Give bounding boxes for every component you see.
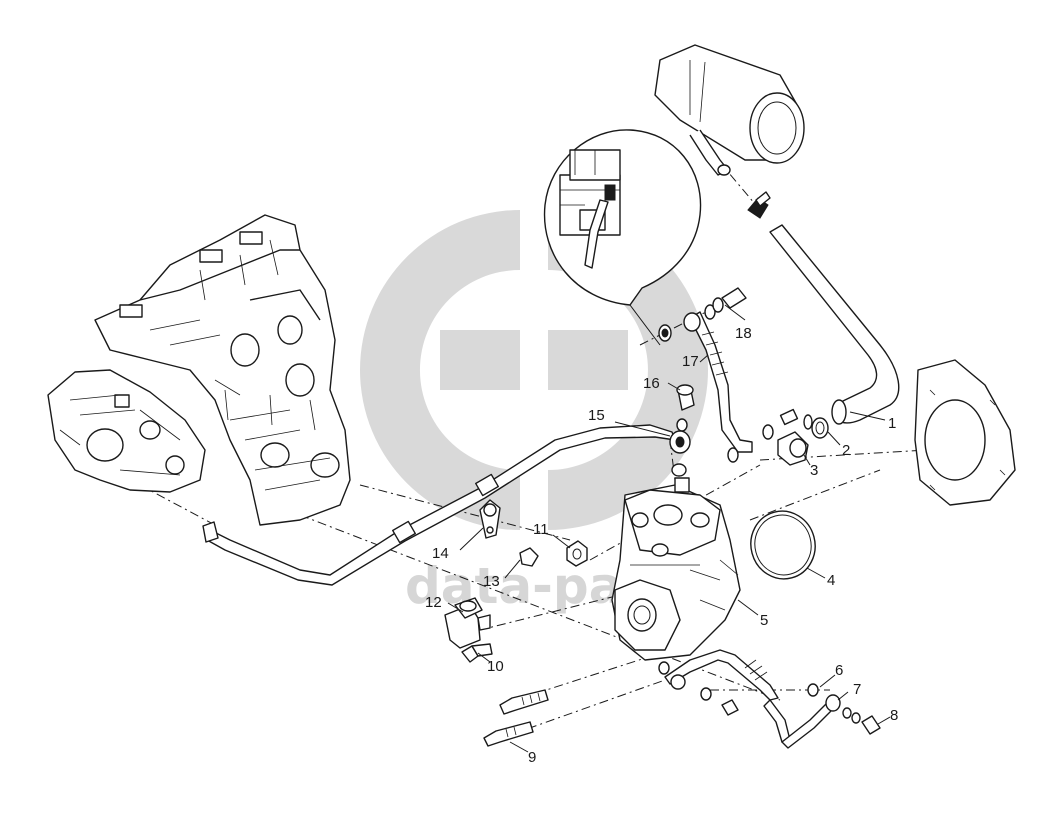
part-6-washer xyxy=(807,683,819,697)
part-7-return-pipe xyxy=(658,649,841,749)
callout-10: 10 xyxy=(487,658,504,675)
callout-5: 5 xyxy=(760,612,768,629)
callout-17: 17 xyxy=(682,353,699,370)
callout-9: 9 xyxy=(528,749,536,766)
callout-11: 11 xyxy=(533,521,549,538)
part-11-nut xyxy=(566,540,588,567)
callout-4: 4 xyxy=(827,572,835,589)
part-3-union-fitting xyxy=(777,408,809,466)
part-8-screw xyxy=(842,707,881,735)
air-line-fitting xyxy=(747,191,771,219)
part-18-banjo-bolt xyxy=(658,287,747,342)
callout-3: 3 xyxy=(810,462,818,479)
part-10-bolt xyxy=(461,643,493,663)
callout-12: 12 xyxy=(425,594,442,611)
callout-labels: 1 2 3 4 5 6 7 8 9 10 11 12 13 14 15 16 1… xyxy=(425,325,898,766)
part-15-oil-pipe xyxy=(202,424,691,586)
watermark-logo xyxy=(360,210,708,530)
callout-8: 8 xyxy=(890,707,898,724)
callout-2: 2 xyxy=(842,442,850,459)
gear-housing xyxy=(47,369,206,493)
callout-1: 1 xyxy=(888,415,896,432)
small-fittings-lower xyxy=(700,687,739,716)
callout-15: 15 xyxy=(588,407,605,424)
part-4-o-ring xyxy=(750,510,816,580)
part-5-air-compressor xyxy=(611,477,741,661)
part-2-clamp xyxy=(803,414,829,439)
callout-6: 6 xyxy=(835,662,843,679)
detail-inset xyxy=(543,129,702,346)
part-14-pipe-clip xyxy=(479,499,501,539)
part-12-elbow xyxy=(444,597,491,649)
part-17-flex-hose xyxy=(683,311,753,453)
part-13-screw xyxy=(519,547,539,567)
air-filter-housing xyxy=(654,44,805,176)
part-1-intake-hose xyxy=(769,224,900,425)
callout-13: 13 xyxy=(483,573,500,590)
callout-18: 18 xyxy=(735,325,752,342)
callout-14: 14 xyxy=(432,545,449,562)
leader-lines xyxy=(447,304,891,753)
flange-plate xyxy=(914,359,1016,506)
sealing-washers-right xyxy=(727,424,774,463)
callout-7: 7 xyxy=(853,681,861,698)
engine-block xyxy=(94,214,351,526)
inset-engine-detail xyxy=(559,149,621,269)
part-9-long-bolts xyxy=(483,689,549,747)
part-16-plug xyxy=(676,384,695,432)
callout-16: 16 xyxy=(643,375,660,392)
